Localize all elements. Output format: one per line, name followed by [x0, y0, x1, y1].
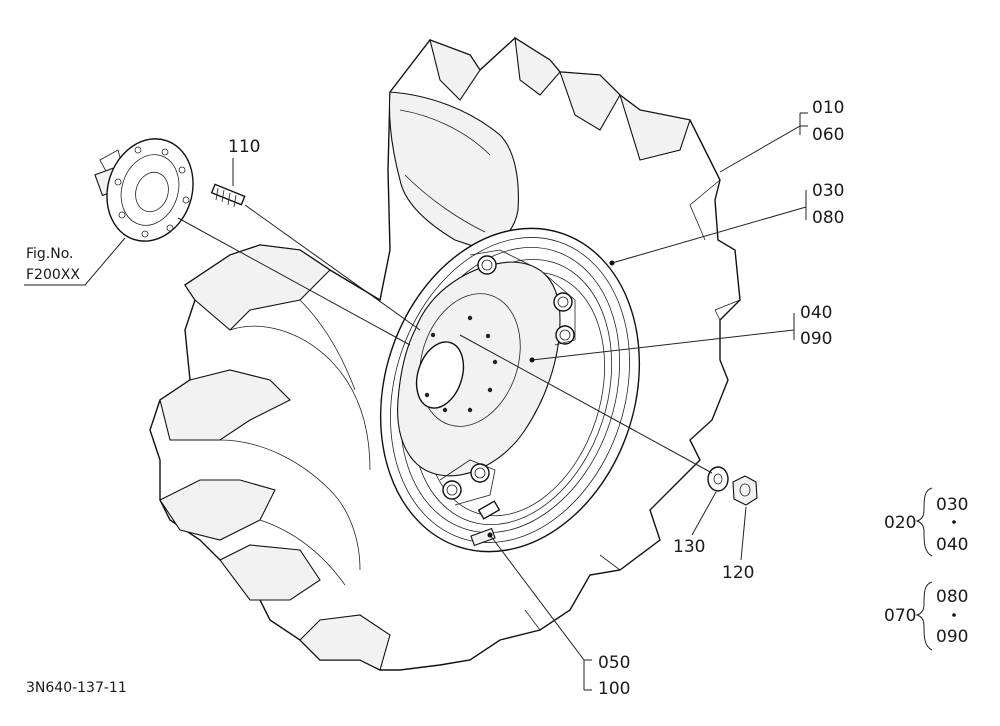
- callout-090: 090: [800, 329, 832, 349]
- washer: [707, 466, 729, 492]
- stud-bolt: [210, 183, 246, 208]
- tire-lug-left-3: [159, 479, 276, 541]
- group-020: 020 030 040: [884, 487, 968, 557]
- callout-040: 040: [800, 303, 832, 323]
- tire-lug-left-2: [159, 369, 291, 441]
- wheel-disc: [397, 261, 561, 477]
- axle-hub: [94, 138, 194, 242]
- callout-060: 060: [812, 125, 844, 145]
- callout-labels: 010 060 030 080 040 090 110 130 120 050 …: [26, 98, 844, 699]
- callout-080: 080: [812, 208, 844, 228]
- leader-lines: [24, 112, 808, 691]
- tire-lug-top-2: [514, 36, 561, 96]
- wheel-rim: [379, 227, 641, 553]
- callout-130: 130: [673, 537, 705, 557]
- callout-010: 010: [812, 98, 844, 118]
- hub-hole: [415, 341, 465, 409]
- group-070-bottom: 090: [936, 627, 968, 647]
- tire-lug-left-1: [184, 244, 331, 331]
- drawing-number: 3N640-137-11: [26, 680, 127, 696]
- disc-bolt-holes: [424, 315, 498, 413]
- hub-flange-bolt-holes: [114, 146, 190, 238]
- tire-lug-left-4: [219, 544, 321, 601]
- callout-030: 030: [812, 181, 844, 201]
- group-070: 070 080 090: [884, 581, 968, 651]
- nut: [732, 475, 758, 506]
- callout-110: 110: [228, 137, 260, 157]
- group-070-parent: 070: [884, 606, 916, 626]
- figure-ref-line2: F200XX: [26, 267, 80, 283]
- group-020-top: 030: [936, 495, 968, 515]
- group-070-top: 080: [936, 587, 968, 607]
- tire-lug-bottom-1: [299, 614, 391, 671]
- tire-lug-top-1: [429, 39, 481, 101]
- callout-100: 100: [598, 679, 630, 699]
- tire-lug-top-4: [618, 93, 691, 161]
- group-020-parent: 020: [884, 513, 916, 533]
- tire-lug-top-3: [559, 71, 621, 131]
- figure-ref-line1: Fig.No.: [26, 246, 74, 262]
- hub-flange: [106, 138, 194, 242]
- callout-120: 120: [722, 563, 754, 583]
- group-020-bottom: 040: [936, 535, 968, 555]
- rim-bracket-bolts: [442, 255, 575, 500]
- callout-050: 050: [598, 653, 630, 673]
